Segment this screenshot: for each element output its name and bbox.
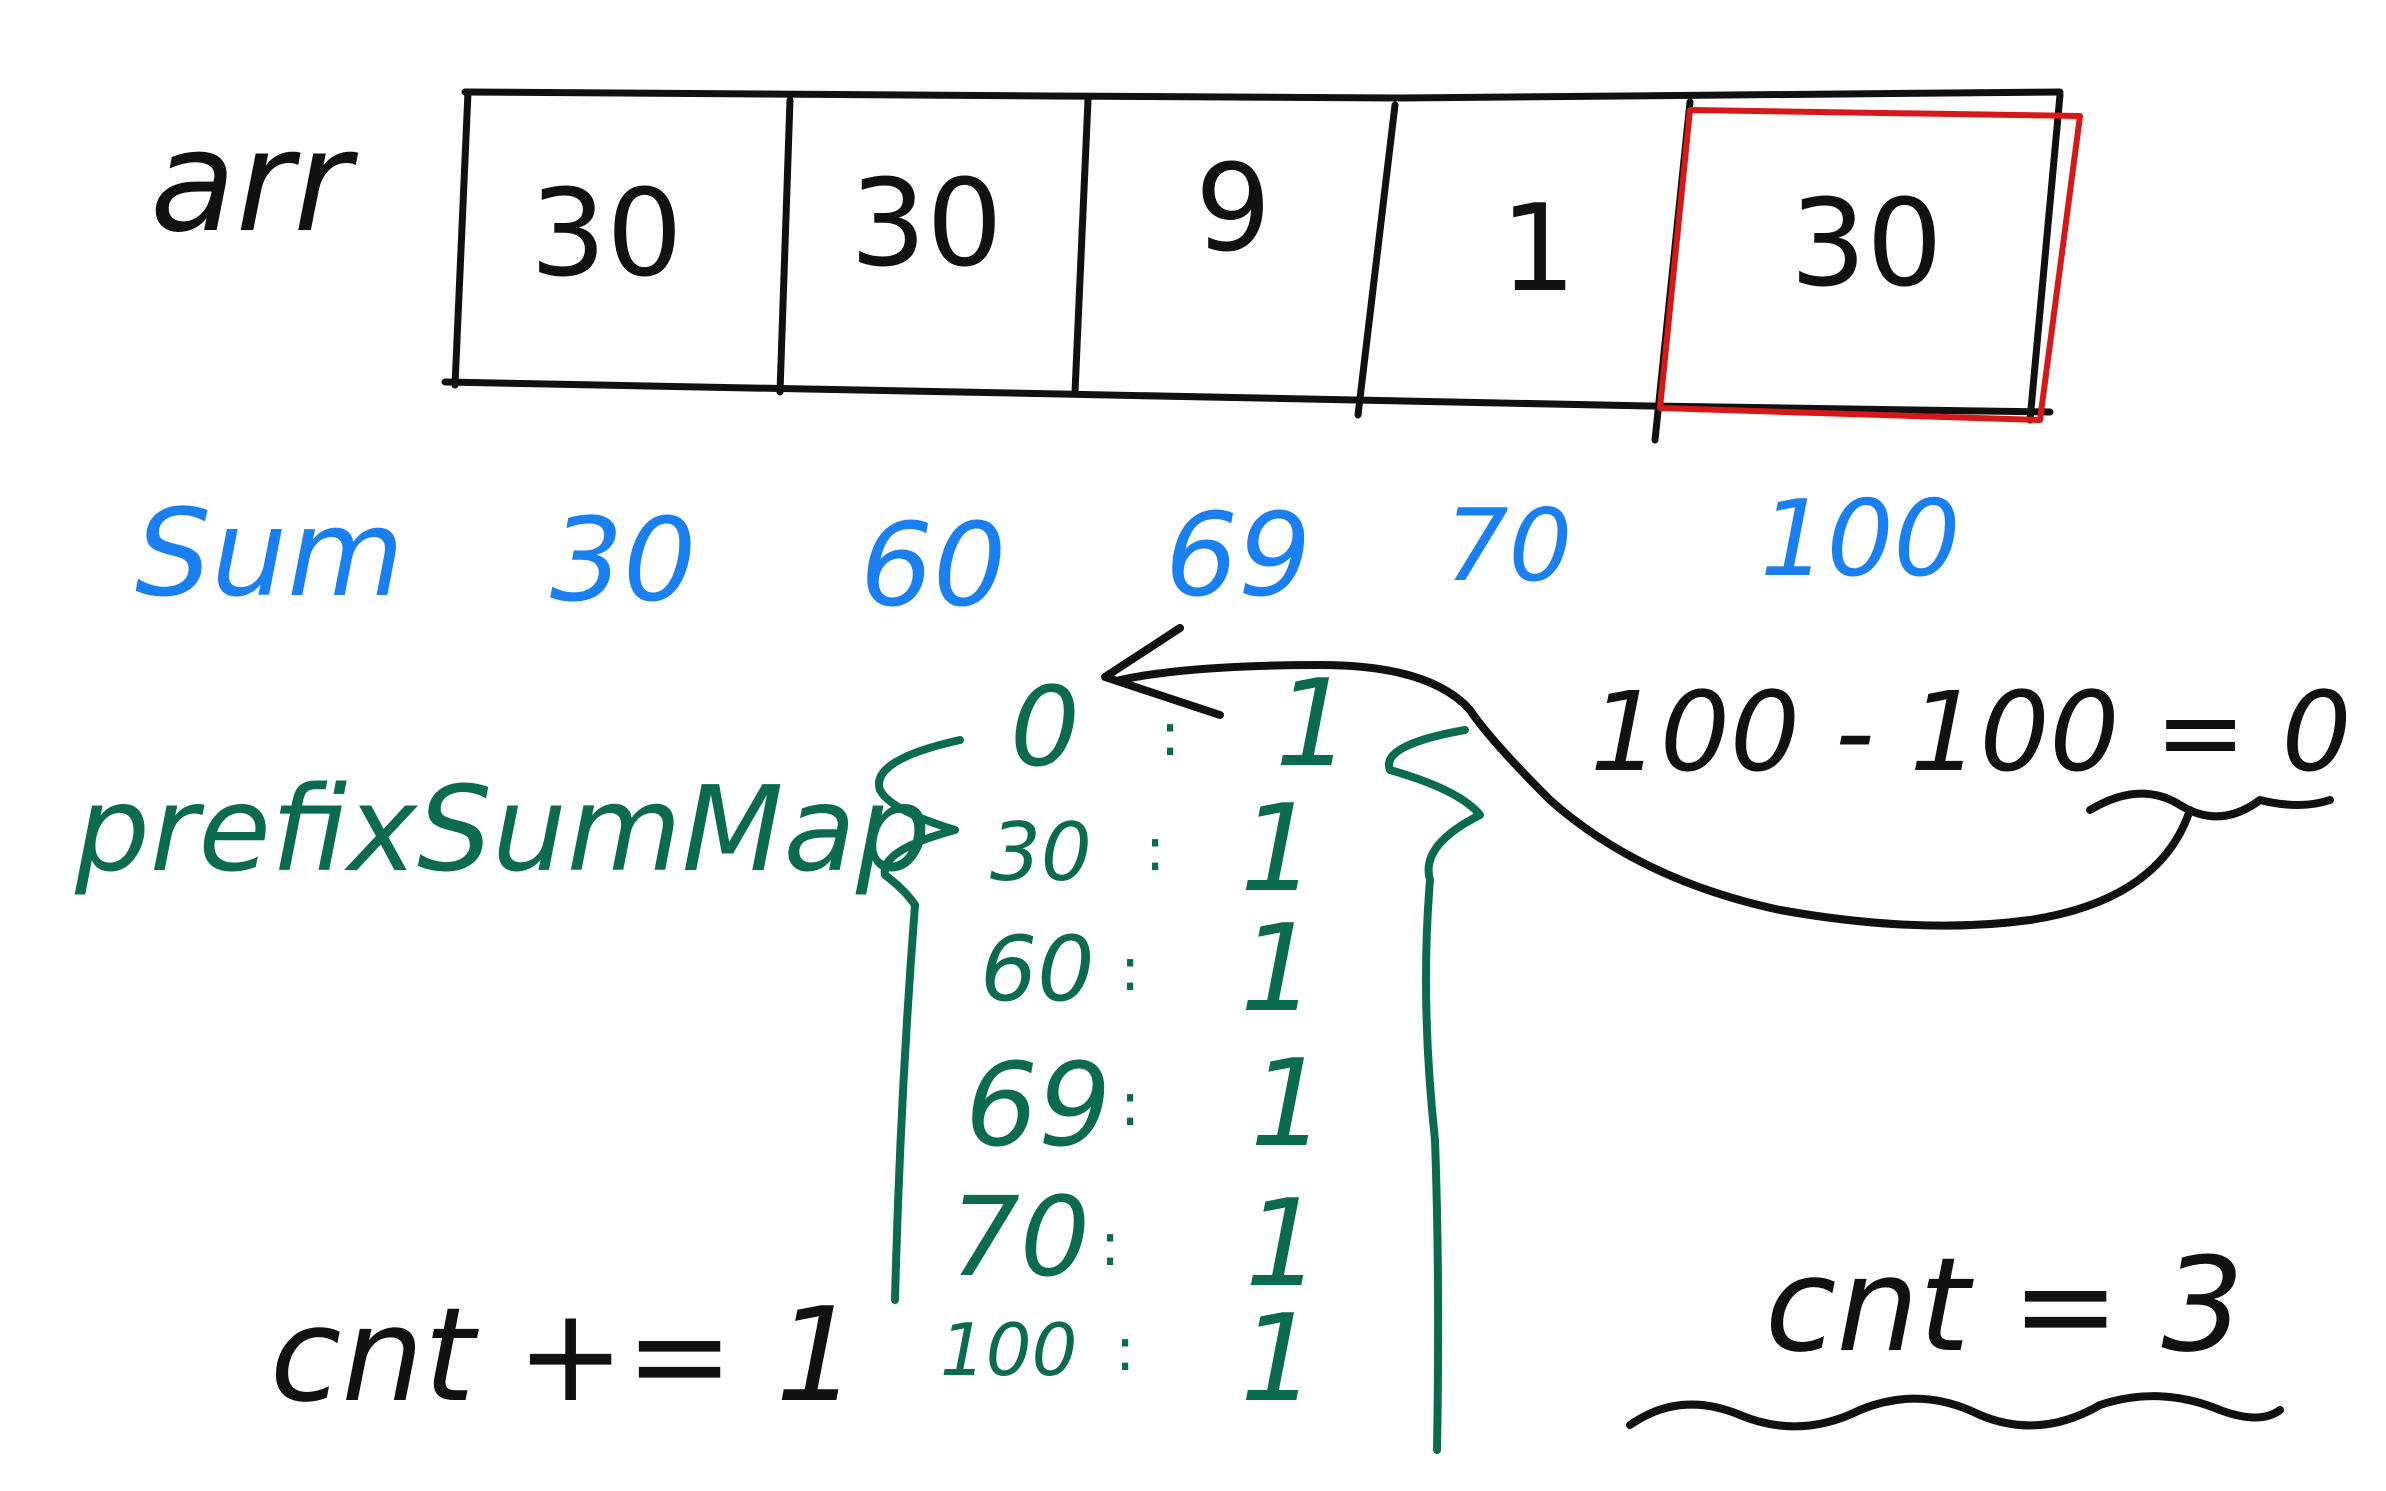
map-entry-3: 69 : 1 [965,1035,1326,1174]
map-value-2: 1 [1240,900,1316,1039]
map-entry-4: 70 : 1 [950,1173,1321,1314]
prefix-sum-map-label: prefixSumMap [74,760,931,898]
right-brace [1384,726,1484,1454]
lookup-arrow [1116,661,2194,930]
map-entry-2: 60 : 1 [980,900,1316,1039]
sum-value-1: 60 [860,499,1006,633]
map-sep-4: : [1100,1210,1120,1280]
array-divider-0 [451,88,472,389]
map-key-2: 60 [980,917,1095,1022]
map-sep-2: : [1120,935,1140,1005]
map-key-3: 69 [965,1039,1111,1173]
map-value-5: 1 [1240,1290,1316,1429]
map-value-3: 1 [1250,1035,1326,1174]
arr-value-3: 1 [1500,180,1576,319]
arr-value-2: 9 [1195,140,1271,279]
cnt-increment: cnt += 1 [270,1279,858,1431]
lookup-result-underline [2086,789,2334,821]
lookup-expression: 100 - 100 = 0 [1590,668,2352,796]
arr-value-1: 30 [850,155,1003,294]
arr-value-4: 30 [1790,175,1943,314]
map-key-1: 30 [990,806,1092,899]
map-entry-0: 0 : 1 [1010,655,1351,794]
array-top-border [461,88,2064,102]
left-brace [875,736,964,1304]
map-sep-1: : [1145,815,1165,885]
cnt-result-underline [1626,1392,2284,1431]
arr-value-0: 30 [530,165,683,304]
map-value-4: 1 [1245,1175,1321,1314]
map-value-0: 1 [1275,655,1351,794]
array-divider-5 [2026,91,2064,424]
sum-value-0: 30 [550,494,696,628]
map-key-5: 100 [940,1308,1077,1392]
sum-label: Sum [135,485,404,624]
map-entry-5: 100 : 1 [940,1290,1316,1429]
array-divider-2 [1071,96,1092,396]
highlight-box [1657,107,2083,423]
arr-label: arr [150,101,358,264]
map-entry-1: 30 : 1 [990,780,1316,919]
sum-value-4: 100 [1760,478,1960,600]
array-divider-1 [776,96,794,396]
map-key-4: 70 [950,1173,1090,1301]
sum-value-3: 70 [1445,487,1572,604]
array-bottom-border [441,378,2054,416]
array-box [441,88,2064,444]
array-divider-3 [1354,101,1399,419]
map-sep-5: : [1115,1315,1135,1385]
map-sep-3: : [1120,1070,1140,1140]
sum-value-2: 69 [1165,489,1311,623]
map-value-1: 1 [1240,780,1316,919]
cnt-result: cnt = 3 [1765,1229,2244,1381]
arrow-head-icon [1101,624,1224,719]
map-key-0: 0 [1010,663,1080,791]
map-sep-0: : [1160,700,1180,770]
